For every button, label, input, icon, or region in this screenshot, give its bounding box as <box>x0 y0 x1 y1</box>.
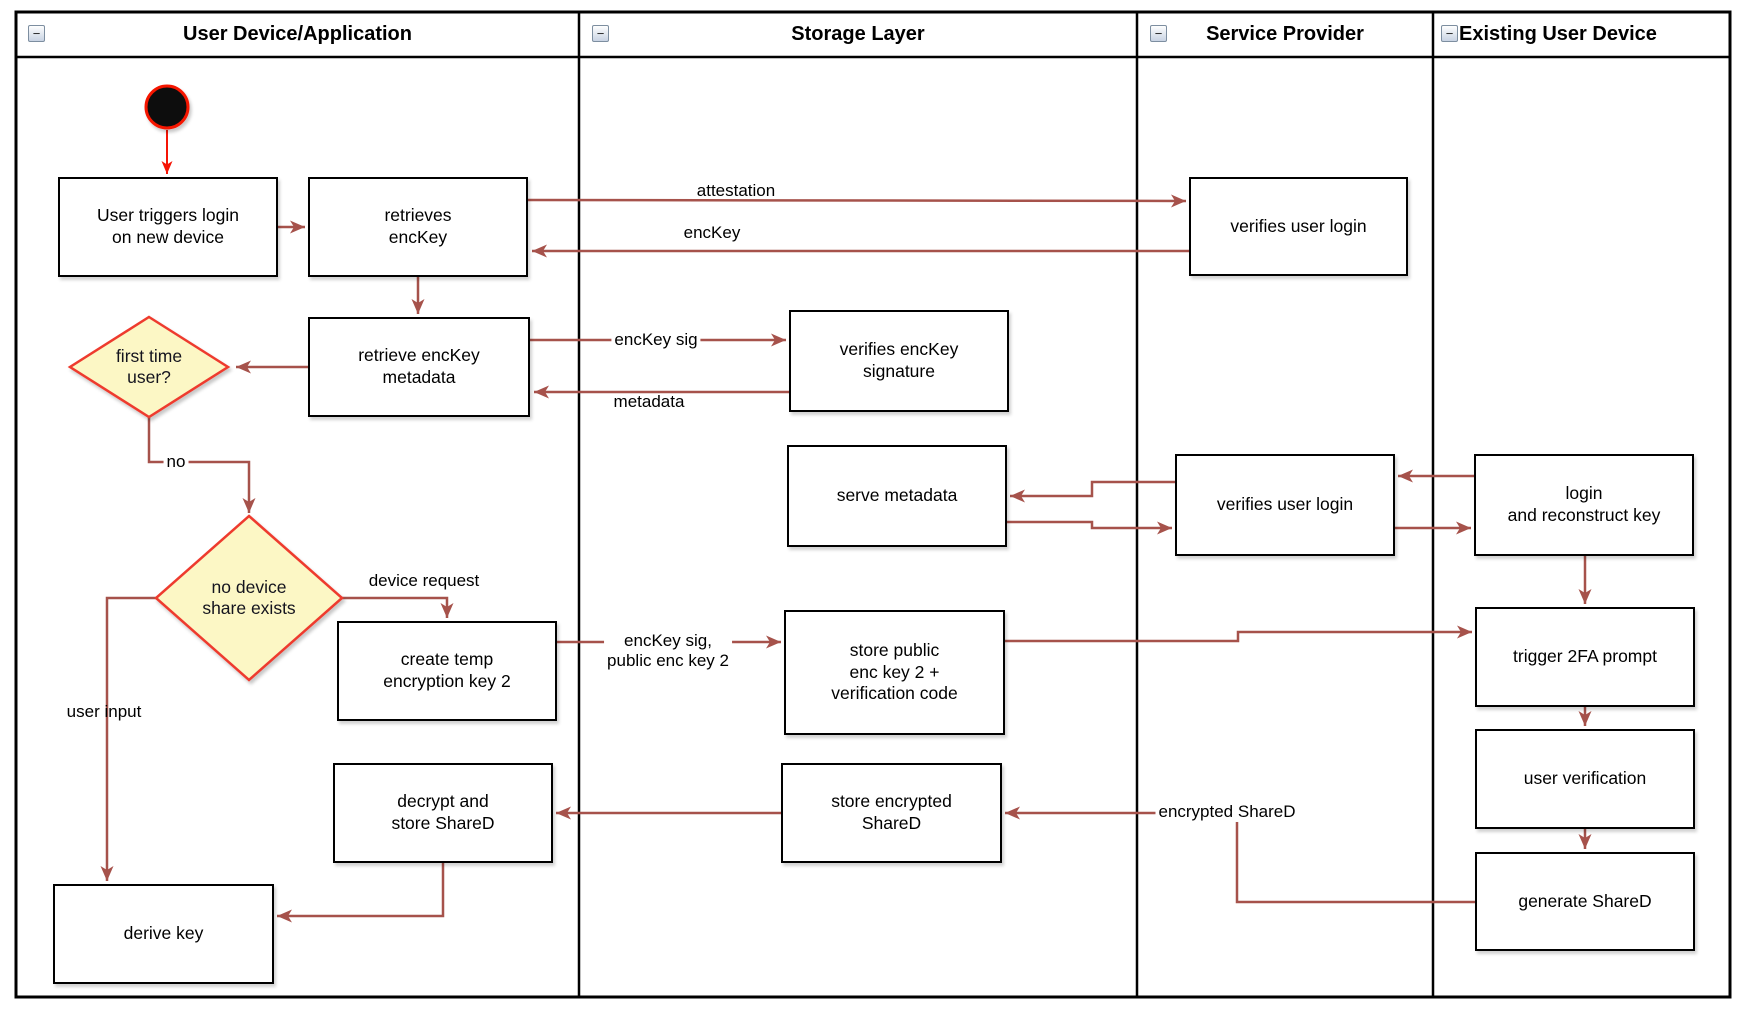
edge-label-text: encKey sig, public enc key 2 <box>607 630 729 670</box>
lane-header-user-device: User Device/Application <box>16 12 579 57</box>
node-label: login and reconstruct key <box>1507 483 1661 525</box>
decision-label-no-device-share: no device share exists <box>174 568 324 628</box>
node-create-temp-key[interactable]: create temp encryption key 2 <box>337 621 557 721</box>
lane-title-text: Existing User Device <box>1459 23 1657 45</box>
collapse-lane-icon[interactable]: − <box>592 25 609 42</box>
node-retrieve-enckey-metadata[interactable]: retrieve encKey metadata <box>308 317 530 417</box>
node-label: trigger 2FA prompt <box>1513 646 1657 667</box>
node-store-public-key[interactable]: store public enc key 2 + verification co… <box>784 610 1005 735</box>
edge-store-to-2fa[interactable] <box>1005 625 1472 643</box>
edge-label-text: no <box>166 451 186 471</box>
edge-label-text: user input <box>66 701 142 721</box>
node-label: no device share exists <box>202 577 296 618</box>
node-login-reconstruct-key[interactable]: login and reconstruct key <box>1474 454 1694 556</box>
edge-attestation[interactable] <box>527 194 1187 208</box>
node-label: first time user? <box>115 346 183 387</box>
minus-icon: − <box>1154 26 1163 41</box>
edge-label-text: device request <box>368 570 480 590</box>
edge-no-branch[interactable] <box>147 417 256 513</box>
node-trigger-2fa-prompt[interactable]: trigger 2FA prompt <box>1475 607 1695 707</box>
node-verifies-user-login-2[interactable]: verifies user login <box>1175 454 1395 556</box>
edge-label-text: encrypted ShareD <box>1158 801 1296 821</box>
edge-decrypt-to-derive[interactable] <box>277 863 445 923</box>
lane-title-text: Service Provider <box>1206 23 1364 45</box>
node-user-triggers-login[interactable]: User triggers login on new device <box>58 177 278 277</box>
node-verifies-enckey-signature[interactable]: verifies encKey signature <box>789 310 1009 412</box>
minus-icon: − <box>32 26 41 41</box>
node-label: retrieve encKey metadata <box>358 345 480 387</box>
edge-label-encrypted-shared: encrypted ShareD <box>1155 801 1299 823</box>
decision-label-first-time: first time user? <box>89 337 209 397</box>
node-retrieves-enckey[interactable]: retrieves encKey <box>308 177 528 277</box>
lane-title-text: User Device/Application <box>183 23 412 45</box>
edge-label-device-request: device request <box>366 571 483 591</box>
node-label: serve metadata <box>836 485 958 506</box>
collapse-lane-icon[interactable]: − <box>28 25 45 42</box>
edge-label-text: encKey <box>683 222 741 242</box>
diagram-border <box>14 10 1732 999</box>
edge-device-request[interactable] <box>342 596 454 618</box>
collapse-lane-icon[interactable]: − <box>1441 25 1458 42</box>
lane-header-service-provider: Service Provider <box>1137 12 1433 57</box>
node-label: derive key <box>123 923 204 944</box>
lane-header-existing-device: Existing User Device <box>1433 12 1730 57</box>
minus-icon: − <box>596 26 605 41</box>
edge-serve-to-verifies2[interactable] <box>1007 520 1172 535</box>
node-label: verifies encKey signature <box>839 339 959 381</box>
collapse-lane-icon[interactable]: − <box>1150 25 1167 42</box>
start-node[interactable] <box>144 84 190 130</box>
edge-label-text: encKey sig <box>614 329 698 349</box>
node-derive-key[interactable]: derive key <box>53 884 274 984</box>
edge-user-input[interactable] <box>100 596 156 881</box>
node-store-encrypted-shared[interactable]: store encrypted ShareD <box>781 763 1002 863</box>
node-verifies-user-login-1[interactable]: verifies user login <box>1189 177 1408 276</box>
edge-label-metadata: metadata <box>611 392 688 412</box>
minus-icon: − <box>1445 26 1454 41</box>
node-user-verification[interactable]: user verification <box>1475 729 1695 829</box>
edge-label-attestation: attestation <box>694 181 778 201</box>
edge-label-text: attestation <box>696 180 776 200</box>
edge-encrypted-shared[interactable] <box>1005 806 1475 904</box>
edge-label-user-input: user input <box>64 702 145 722</box>
edge-label-enckey-sig: encKey sig <box>611 329 701 351</box>
edge-label-text: metadata <box>613 391 685 411</box>
edge-label-enckey: encKey <box>681 223 744 243</box>
node-label: create temp encryption key 2 <box>383 649 511 691</box>
decision-first-time-user[interactable] <box>67 315 231 419</box>
node-label: user verification <box>1523 768 1647 789</box>
lane-title-text: Storage Layer <box>791 23 925 45</box>
lane-header-storage-layer: Storage Layer <box>579 12 1137 57</box>
node-label: store public enc key 2 + verification co… <box>831 639 958 704</box>
node-label: decrypt and store ShareD <box>391 791 495 833</box>
node-label: retrieves encKey <box>384 205 452 247</box>
edge-verifies2-to-serve[interactable] <box>1010 480 1175 503</box>
node-generate-shared[interactable]: generate ShareD <box>1475 852 1695 951</box>
node-label: generate ShareD <box>1518 890 1652 911</box>
node-label: verifies user login <box>1216 494 1354 515</box>
node-label: User triggers login on new device <box>97 205 239 247</box>
decision-no-device-share[interactable] <box>154 514 344 682</box>
node-decrypt-store-shared[interactable]: decrypt and store ShareD <box>333 763 553 863</box>
node-serve-metadata[interactable]: serve metadata <box>787 445 1007 547</box>
edge-label-no: no <box>163 451 189 473</box>
edge-label-enckey-sig-public: encKey sig, public enc key 2 <box>604 630 732 672</box>
node-label: store encrypted ShareD <box>831 791 952 833</box>
node-label: verifies user login <box>1230 215 1367 236</box>
